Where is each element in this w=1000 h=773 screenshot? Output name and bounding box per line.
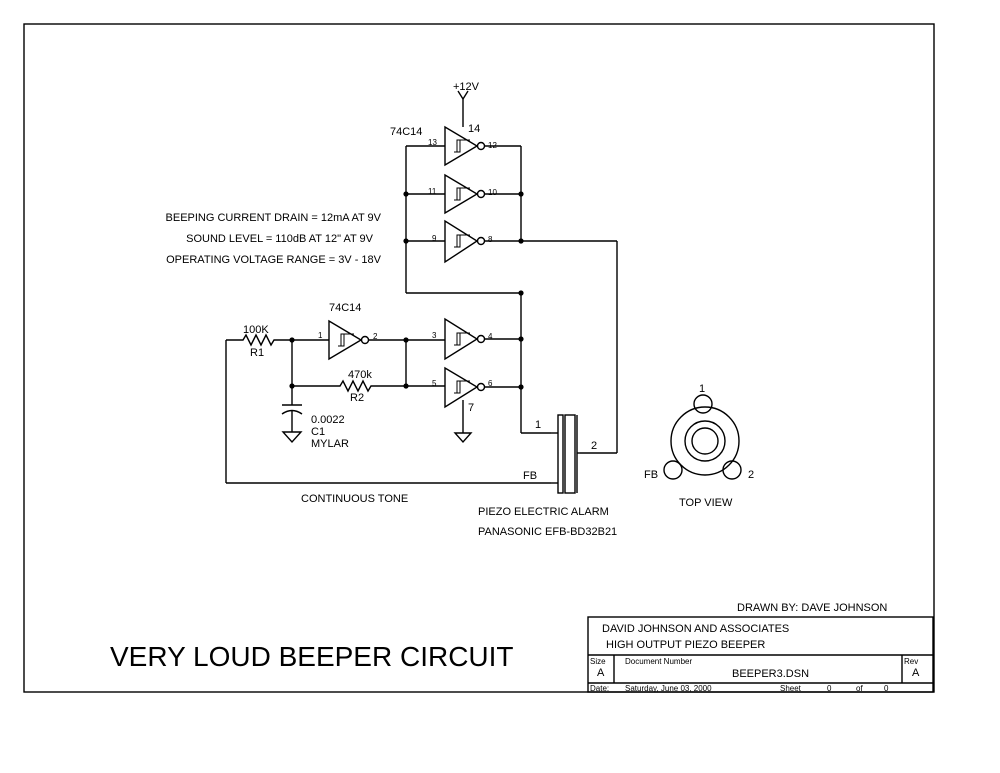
power-supply-12v: +12V (453, 81, 480, 127)
of-label: of (856, 684, 863, 693)
power-label: +12V (453, 81, 480, 93)
piezo-pin-1: 1 (535, 419, 541, 431)
docnum-value: BEEPER3.DSN (732, 668, 809, 680)
continuous-tone-label: CONTINUOUS TONE (301, 493, 408, 505)
note-current-drain: BEEPING CURRENT DRAIN = 12mA AT 9V (166, 212, 382, 224)
pin-8: 8 (488, 235, 493, 244)
pin-3: 3 (432, 331, 437, 340)
project-subtitle: HIGH OUTPUT PIEZO BEEPER (606, 639, 765, 651)
inverter-3-4 (444, 317, 486, 361)
docnum-label: Document Number (625, 657, 692, 666)
company-name: DAVID JOHNSON AND ASSOCIATES (602, 623, 789, 635)
pin-2: 2 (373, 332, 378, 341)
top-view-pin-1 (693, 394, 713, 414)
pin-6: 6 (488, 379, 493, 388)
capacitor-c1 (281, 340, 303, 444)
ic-label-lower: 74C14 (329, 302, 361, 314)
drawing-border (23, 23, 935, 693)
c1-value: 0.0022 (311, 414, 345, 426)
pin-13: 13 (428, 138, 437, 147)
sheet-label: Sheet (780, 684, 802, 693)
sheet-value: 0 (827, 684, 832, 693)
date-value: Saturday, June 03, 2000 (625, 684, 712, 693)
ic-pin-14: 14 (468, 123, 480, 135)
top-view-pin-2 (722, 460, 742, 480)
piezo-top-view (663, 394, 742, 480)
upper-wiring (405, 145, 618, 454)
drawn-by: DRAWN BY: DAVE JOHNSON (737, 602, 887, 614)
top-view-pin-fb (663, 460, 683, 480)
top-view-label-1: 1 (699, 383, 705, 395)
top-view-label-2: 2 (748, 469, 754, 481)
size-label: Size (590, 657, 606, 666)
pin-11: 11 (428, 187, 437, 196)
note-sound-level: SOUND LEVEL = 110dB AT 12" AT 9V (186, 233, 373, 245)
resistor-r1 (226, 333, 329, 347)
rev-value: A (912, 667, 920, 679)
rev-label: Rev (904, 657, 918, 666)
pin-4: 4 (488, 332, 493, 341)
piezo-element (551, 414, 580, 494)
piezo-label: PIEZO ELECTRIC ALARM (478, 506, 609, 518)
junction-dot (518, 384, 524, 390)
lower-wiring (225, 293, 551, 484)
pin-9: 9 (432, 234, 437, 243)
ic-label-upper: 74C14 (390, 126, 422, 138)
junction-dot (403, 383, 409, 389)
r2-value: 470k (348, 369, 372, 381)
title-block (587, 616, 934, 693)
pin-5: 5 (432, 379, 437, 388)
of-value: 0 (884, 684, 889, 693)
junction-dot (403, 238, 409, 244)
r2-ref: R2 (350, 392, 364, 404)
junction-dot (403, 337, 409, 343)
inverter-5-6 (444, 366, 486, 409)
top-view-caption: TOP VIEW (679, 497, 733, 509)
junction-dot (518, 336, 524, 342)
c1-type: MYLAR (311, 438, 349, 450)
pin-10: 10 (488, 188, 497, 197)
c1-ref: C1 (311, 426, 325, 438)
junction-dot (289, 337, 295, 343)
pin-1: 1 (318, 331, 323, 340)
piezo-pin-2: 2 (591, 440, 597, 452)
inverter-9-8 (444, 219, 486, 264)
top-view-label-fb: FB (644, 469, 658, 481)
junction-dot (518, 191, 524, 197)
note-voltage-range: OPERATING VOLTAGE RANGE = 3V - 18V (166, 254, 382, 266)
ic-pin-7: 7 (468, 402, 474, 414)
junction-dot (289, 383, 295, 389)
junction-dot (518, 290, 524, 296)
date-label: Date: (590, 684, 609, 693)
r1-value: 100K (243, 324, 269, 336)
diagram-title: VERY LOUD BEEPER CIRCUIT (110, 641, 514, 672)
inverter-1-2 (328, 319, 370, 361)
inverter-11-10 (444, 173, 486, 215)
junction-dot (403, 191, 409, 197)
r1-ref: R1 (250, 347, 264, 359)
resistor-r2 (292, 379, 445, 393)
piezo-part-number: PANASONIC EFB-BD32B21 (478, 526, 617, 538)
piezo-pin-fb: FB (523, 470, 537, 482)
junction-dot (518, 238, 524, 244)
size-value: A (597, 667, 605, 679)
